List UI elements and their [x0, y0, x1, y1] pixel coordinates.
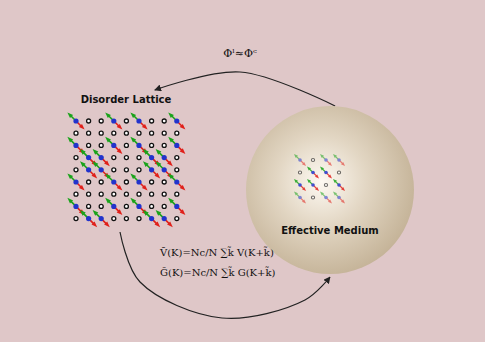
spin-symbol	[105, 173, 122, 190]
lattice-site	[99, 204, 103, 208]
spin-symbol	[168, 198, 185, 215]
lattice-site	[162, 119, 166, 123]
lattice-site	[87, 131, 91, 135]
lattice-site	[137, 217, 141, 221]
lattice-site	[137, 168, 141, 172]
spin-symbol	[320, 154, 332, 166]
spin-symbol	[105, 137, 122, 154]
lattice-site	[124, 204, 128, 208]
lattice-site	[337, 171, 340, 174]
lattice-site	[99, 180, 103, 184]
spin-symbol	[93, 149, 110, 166]
spin-symbol	[156, 149, 173, 166]
spin-symbol	[294, 154, 306, 166]
lattice-site	[124, 217, 128, 221]
lattice-site	[162, 192, 166, 196]
lattice-site	[150, 180, 154, 184]
lattice-site	[112, 217, 116, 221]
lattice-site	[150, 119, 154, 123]
lattice-site	[175, 192, 179, 196]
lattice-site	[87, 180, 91, 184]
lattice-site	[112, 192, 116, 196]
spin-symbol	[307, 179, 319, 191]
lattice-site	[137, 192, 141, 196]
lattice-site	[162, 131, 166, 135]
lattice-site	[124, 156, 128, 160]
spin-symbol	[67, 112, 84, 129]
lattice-site	[112, 168, 116, 172]
lattice-site	[99, 131, 103, 135]
lattice-site	[124, 119, 128, 123]
spin-symbol	[307, 166, 319, 178]
lattice-site	[162, 143, 166, 147]
spin-symbol	[130, 173, 147, 190]
lattice-site	[324, 183, 327, 186]
lattice-site	[87, 119, 91, 123]
lattice-site	[99, 192, 103, 196]
spin-symbol	[320, 191, 332, 203]
lattice-site	[311, 196, 314, 199]
lattice-site	[74, 156, 78, 160]
node-title: Effective Medium	[245, 225, 415, 236]
lattice-site	[87, 204, 91, 208]
lattice-site	[112, 156, 116, 160]
lattice-site	[150, 204, 154, 208]
edge-label: Φˡ≈Φᶜ	[223, 47, 257, 60]
lattice-site	[87, 192, 91, 196]
lattice-site	[298, 171, 301, 174]
spin-symbol	[333, 191, 345, 203]
spin-symbol	[130, 112, 147, 129]
lattice-site	[150, 192, 154, 196]
spin-symbol	[156, 210, 173, 227]
lattice-site	[137, 131, 141, 135]
formula: Ḡ(K)=Nc/N ∑k̃ G(K+k̃)	[160, 267, 275, 278]
lattice-site	[99, 119, 103, 123]
lattice-site	[311, 158, 314, 161]
lattice-site	[124, 180, 128, 184]
lattice-site	[175, 156, 179, 160]
lattice-site	[150, 131, 154, 135]
lattice-site	[99, 143, 103, 147]
lattice-site	[175, 217, 179, 221]
spin-symbol	[105, 112, 122, 129]
cycle-arrow	[155, 72, 335, 106]
lattice-site	[137, 156, 141, 160]
spin-symbol	[105, 198, 122, 215]
lattice-site	[74, 192, 78, 196]
lattice-site	[124, 131, 128, 135]
spin-symbol	[168, 112, 185, 129]
lattice-site	[74, 131, 78, 135]
spin-symbol	[320, 166, 332, 178]
spin-symbol	[93, 210, 110, 227]
spin-symbol	[333, 154, 345, 166]
lattice-site	[124, 143, 128, 147]
spin-symbol	[168, 173, 185, 190]
lattice-site	[162, 180, 166, 184]
spin-symbol	[168, 137, 185, 154]
spin-symbol	[333, 179, 345, 191]
lattice-site	[112, 131, 116, 135]
spin-symbol	[67, 173, 84, 190]
spin-symbol	[294, 179, 306, 191]
lattice-site	[74, 168, 78, 172]
lattice-site	[87, 143, 91, 147]
lattice-site	[162, 204, 166, 208]
lattice-site	[124, 168, 128, 172]
spin-symbol	[294, 191, 306, 203]
lattice-site	[124, 192, 128, 196]
lattice-site	[175, 131, 179, 135]
lattice-site	[74, 217, 78, 221]
node-title: Disorder Lattice	[66, 94, 186, 105]
lattice-site	[175, 168, 179, 172]
lattice-site	[150, 143, 154, 147]
formula: V̄(K)=Nc/N ∑k̃ V(K+k̃)	[160, 247, 274, 258]
lattice-region: Disorder Lattice	[66, 92, 186, 232]
